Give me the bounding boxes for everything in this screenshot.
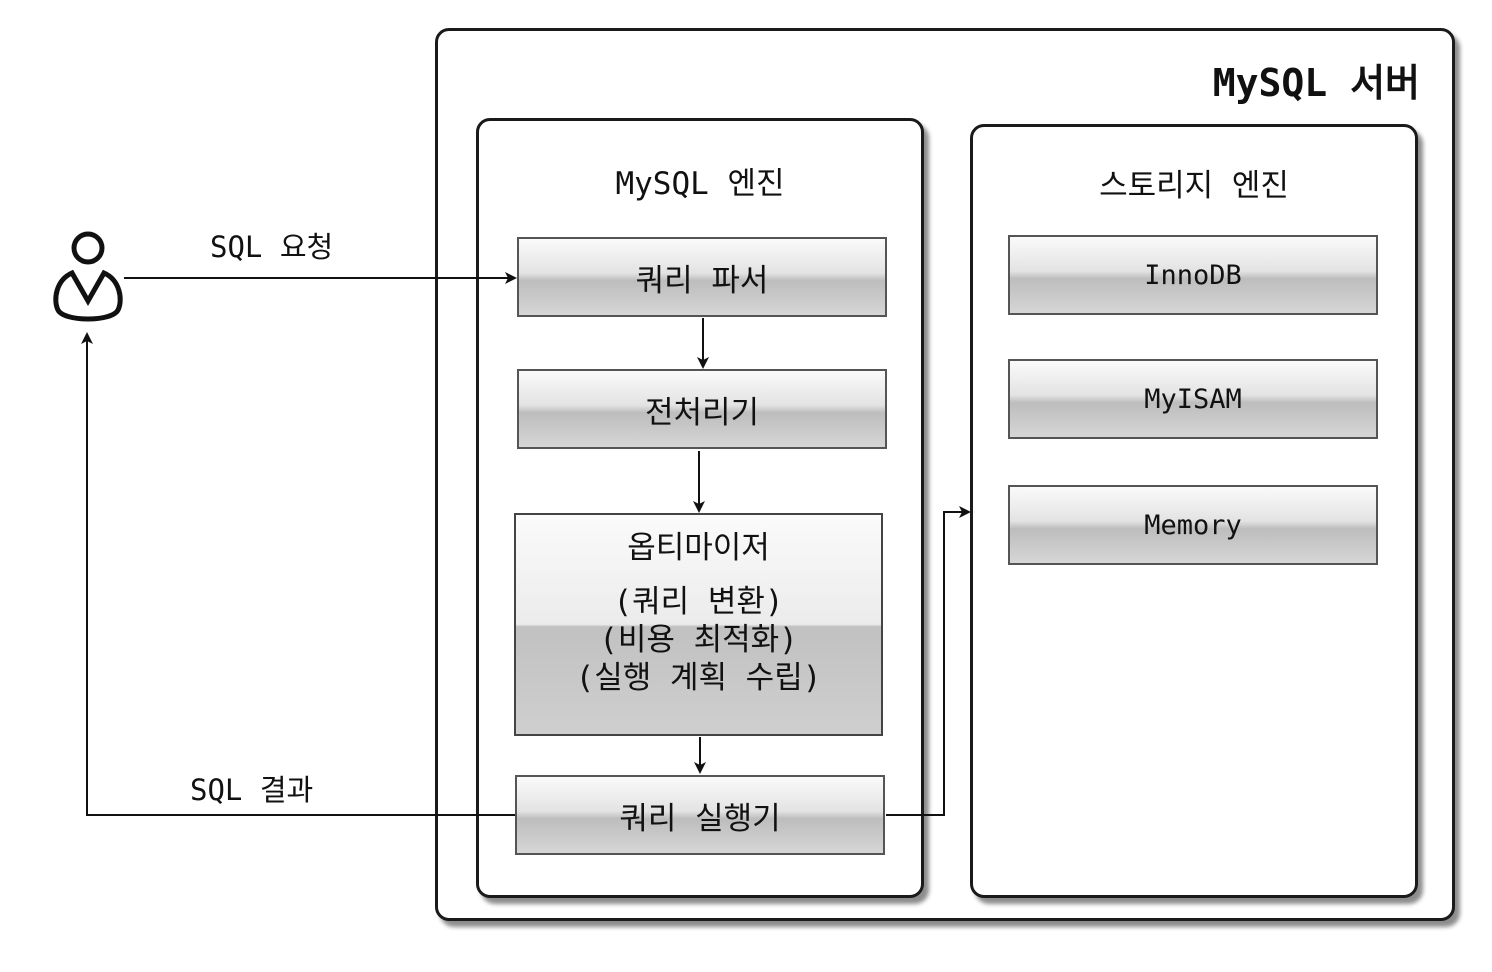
optimizer-line-query-rewrite: (쿼리 변환) bbox=[613, 584, 784, 620]
optimizer-line-cost-optimization: (비용 최적화) bbox=[599, 622, 798, 658]
query-parser-box: 쿼리 파서 bbox=[517, 237, 887, 317]
query-executor-box: 쿼리 실행기 bbox=[515, 775, 885, 855]
innodb-box: InnoDB bbox=[1008, 235, 1378, 315]
server-title: MySQL 서버 bbox=[1212, 61, 1420, 105]
memory-box: Memory bbox=[1008, 485, 1378, 565]
preprocessor-box: 전처리기 bbox=[517, 369, 887, 449]
optimizer-box: 옵티마이저 (쿼리 변환) (비용 최적화) (실행 계획 수립) bbox=[514, 513, 883, 736]
mysql-engine-title: MySQL 엔진 bbox=[615, 166, 785, 202]
myisam-box: MyISAM bbox=[1008, 359, 1378, 439]
user-icon bbox=[53, 231, 123, 322]
optimizer-title: 옵티마이저 bbox=[627, 530, 770, 566]
sql-result-label: SQL 결과 bbox=[190, 773, 314, 807]
sql-result-arrow bbox=[81, 332, 515, 816]
storage-engine-title: 스토리지 엔진 bbox=[1099, 168, 1289, 204]
executor-to-storage-arrow bbox=[886, 506, 971, 816]
sql-request-label: SQL 요청 bbox=[210, 230, 334, 264]
optimizer-line-execution-plan: (실행 계획 수립) bbox=[575, 660, 822, 696]
